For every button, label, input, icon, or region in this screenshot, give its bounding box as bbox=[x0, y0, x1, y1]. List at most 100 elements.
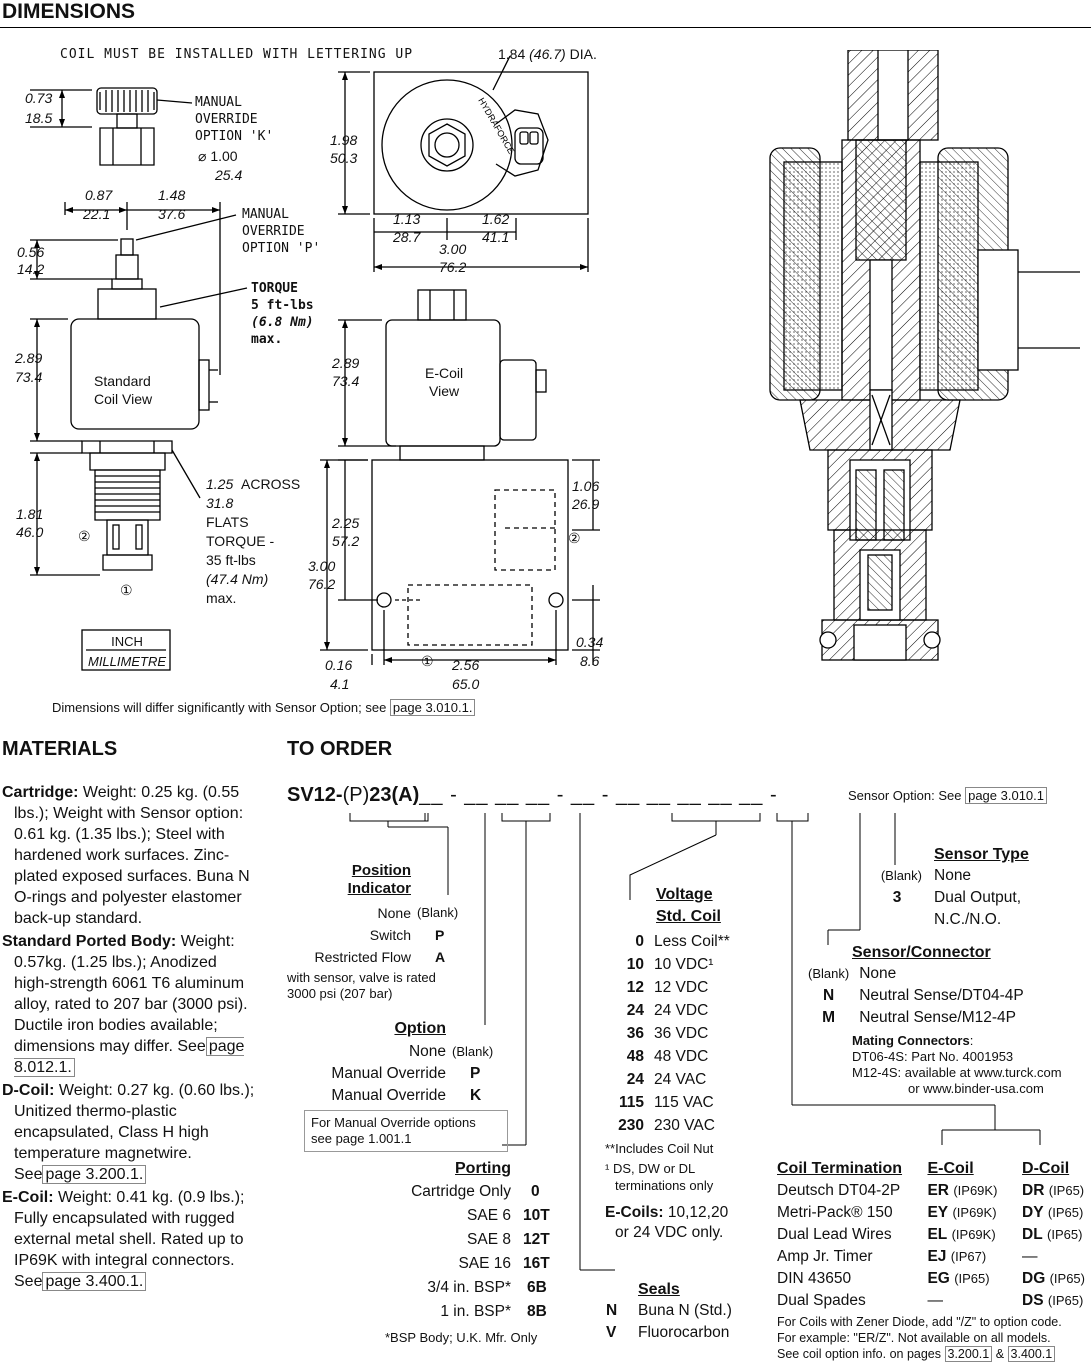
zener-note-2: For example: "ER/Z". Not available on al… bbox=[777, 1331, 1051, 1345]
dim-221: 22.1 bbox=[83, 206, 111, 222]
dim-503: 50.3 bbox=[330, 150, 358, 166]
position-note: with sensor, valve is rated 3000 psi (20… bbox=[287, 970, 436, 1001]
material-body: Standard Ported Body: Weight: 0.57kg. (1… bbox=[2, 933, 248, 1077]
zener-note-3: See coil option info. on pages 3.200.1 &… bbox=[777, 1346, 1091, 1362]
option-row: None(Blank) bbox=[408, 1043, 494, 1060]
dim-762: 76.2 bbox=[439, 259, 467, 275]
dim-762-body: 76.2 bbox=[308, 576, 336, 592]
porting-row: 3/4 in. BSP*6B bbox=[427, 1279, 547, 1296]
order-connector-lines bbox=[349, 813, 1041, 1271]
order-sensor-option: Sensor Option: See page 3.010.1 bbox=[848, 787, 1047, 804]
port-2-body: ② bbox=[568, 530, 581, 546]
body-page-link[interactable]: page 8.012.1. bbox=[14, 1037, 245, 1077]
ecoil-page-link[interactable]: page 3.400.1. bbox=[42, 1272, 147, 1291]
dim-181: 1.81 bbox=[16, 506, 44, 522]
position-row: None(Blank) bbox=[377, 905, 459, 921]
dim-41: 4.1 bbox=[330, 676, 350, 692]
dim-376: 37.6 bbox=[158, 206, 186, 222]
svg-text:HYDRAFORCE: HYDRAFORCE bbox=[476, 96, 516, 156]
sensor-page-link[interactable]: page 3.010.1. bbox=[389, 699, 476, 716]
dim-650: 65.0 bbox=[452, 676, 480, 692]
sensor-dimension-note: Dimensions will differ significantly wit… bbox=[52, 699, 476, 716]
dim-073: 0.73 bbox=[25, 90, 53, 106]
unit-inch: INCH bbox=[111, 634, 143, 649]
termination-row: Dual Spades— DS (IP65) bbox=[777, 1292, 1084, 1309]
zener-note-1: For Coils with Zener Diode, add "/Z" to … bbox=[777, 1315, 1062, 1329]
ecoil-drawing: HYDRAFORCE bbox=[320, 55, 600, 665]
to-order-heading: TO ORDER bbox=[287, 738, 393, 760]
dim-113: 1.13 bbox=[393, 211, 421, 227]
dim-225: 2.25 bbox=[332, 515, 360, 531]
materials-section: Cartridge: Weight: 0.25 kg. (0.55 lbs.);… bbox=[2, 782, 256, 1292]
dim-572: 57.2 bbox=[332, 533, 360, 549]
dim-734: 73.4 bbox=[15, 369, 43, 385]
dim-300-body: 3.00 bbox=[308, 558, 336, 574]
coil-install-note: COIL MUST BE INSTALLED WITH LETTERING UP bbox=[60, 47, 414, 62]
sensor-type-row: N.C./N.O. bbox=[934, 911, 1002, 928]
dim-034: 0.34 bbox=[576, 634, 604, 650]
dimensions-heading: DIMENSIONS bbox=[2, 0, 136, 23]
dim-142: 14.2 bbox=[17, 261, 45, 277]
ecoils-voltage-note: E-Coils: 10,12,20 or 24 VDC only. bbox=[605, 1204, 729, 1241]
port-1-left: ① bbox=[120, 582, 133, 598]
standard-coil-drawing bbox=[30, 87, 248, 671]
dim-289: 2.89 bbox=[15, 350, 43, 366]
flats-label: 1.25 ACROSS 31.8 FLATS TORQUE - 35 ft-lb… bbox=[206, 476, 301, 606]
dim-198: 1.98 bbox=[330, 132, 358, 148]
dim-162: 1.62 bbox=[482, 211, 510, 227]
dim-185: 18.5 bbox=[25, 110, 53, 126]
voltage-notes: **Includes Coil Nut ¹ DS, DW or DL termi… bbox=[605, 1141, 714, 1193]
dcoil-page-link[interactable]: page 3.200.1. bbox=[42, 1165, 147, 1184]
materials-heading: MATERIALS bbox=[2, 738, 118, 760]
porting-row: 1 in. BSP*8B bbox=[440, 1303, 547, 1320]
dim-289-ecoil: 2.89 bbox=[332, 355, 360, 371]
dim-254: 25.4 bbox=[215, 167, 243, 183]
port-2-left: ② bbox=[78, 528, 91, 544]
dim-300: 3.00 bbox=[439, 241, 467, 257]
dim-287: 28.7 bbox=[393, 229, 421, 245]
porting-note: *BSP Body; U.K. Mfr. Only bbox=[385, 1330, 538, 1345]
material-dcoil: D-Coil: Weight: 0.27 kg. (0.60 lbs.); Un… bbox=[2, 1082, 255, 1184]
order-sensor-link[interactable]: page 3.010.1 bbox=[965, 787, 1047, 804]
dim-460: 46.0 bbox=[16, 524, 44, 540]
coil-page-link-1[interactable]: 3.200.1 bbox=[944, 1346, 993, 1362]
dim-86: 8.6 bbox=[580, 653, 600, 669]
coil-page-link-2[interactable]: 3.400.1 bbox=[1007, 1346, 1056, 1362]
dia-label: 1.84 (46.7) DIA. bbox=[498, 46, 597, 62]
cross-section-drawing bbox=[769, 50, 1080, 661]
dim-734-ecoil: 73.4 bbox=[332, 373, 360, 389]
